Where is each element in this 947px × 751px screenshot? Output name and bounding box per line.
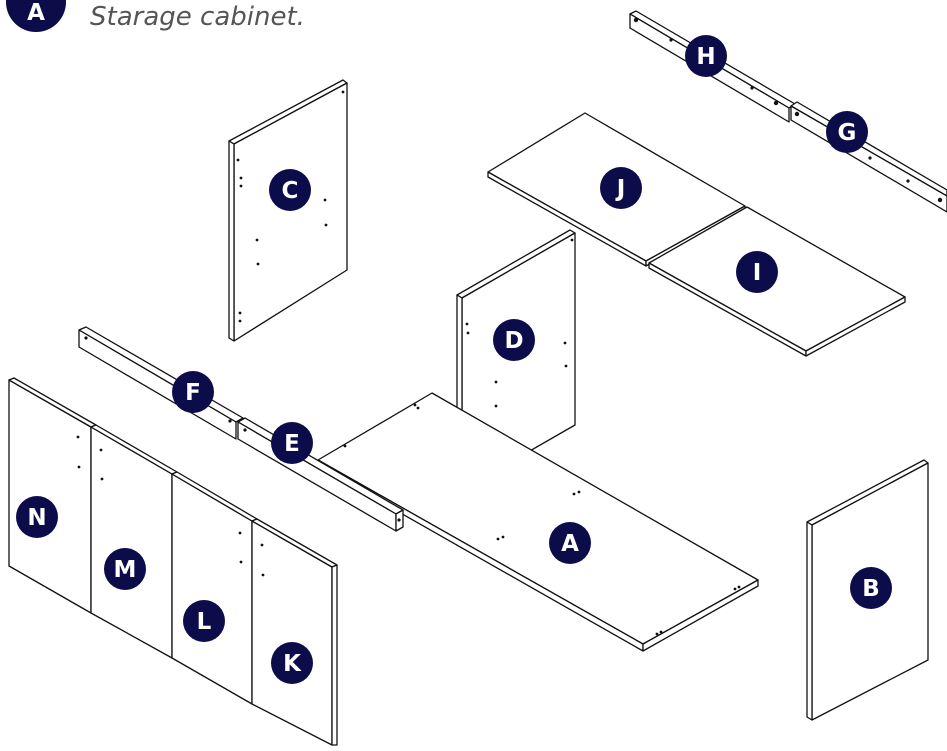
label-h: H — [685, 35, 727, 77]
label-l: L — [183, 600, 225, 642]
svg-text:N: N — [27, 505, 46, 531]
svg-text:I: I — [753, 260, 762, 286]
label-n: N — [16, 496, 58, 538]
label-g: G — [826, 111, 868, 153]
svg-text:K: K — [283, 651, 302, 677]
label-a: A — [549, 522, 591, 564]
label-j: J — [600, 167, 642, 209]
svg-text:J: J — [615, 176, 626, 202]
label-i: I — [736, 251, 778, 293]
part-g-rail — [790, 101, 947, 213]
svg-text:H: H — [696, 44, 715, 70]
label-k: K — [271, 642, 313, 684]
svg-text:M: M — [114, 557, 137, 583]
label-e: E — [271, 422, 313, 464]
svg-text:D: D — [504, 328, 523, 354]
label-f: F — [172, 371, 214, 413]
label-d: D — [493, 319, 535, 361]
svg-text:L: L — [197, 609, 212, 635]
diagram-subtitle: Starage cabinet. — [90, 2, 305, 32]
svg-text:A: A — [561, 531, 579, 557]
part-m-door — [90, 424, 178, 659]
svg-text:F: F — [185, 380, 201, 406]
step-badge: A — [6, 0, 66, 32]
part-f-rail — [78, 326, 244, 440]
label-m: M — [104, 548, 146, 590]
part-i-shelf — [648, 206, 906, 357]
part-n-door — [8, 377, 97, 614]
label-b: B — [850, 567, 892, 609]
part-l-door — [171, 471, 258, 705]
svg-text:G: G — [838, 120, 857, 146]
step-badge-circle — [6, 0, 66, 32]
label-c: C — [269, 169, 311, 211]
svg-text:E: E — [284, 431, 300, 457]
step-badge-letter: A — [27, 0, 45, 26]
svg-text:B: B — [862, 576, 880, 602]
svg-text:C: C — [282, 178, 299, 204]
part-k-door — [251, 518, 338, 746]
part-c-panel — [228, 79, 348, 342]
